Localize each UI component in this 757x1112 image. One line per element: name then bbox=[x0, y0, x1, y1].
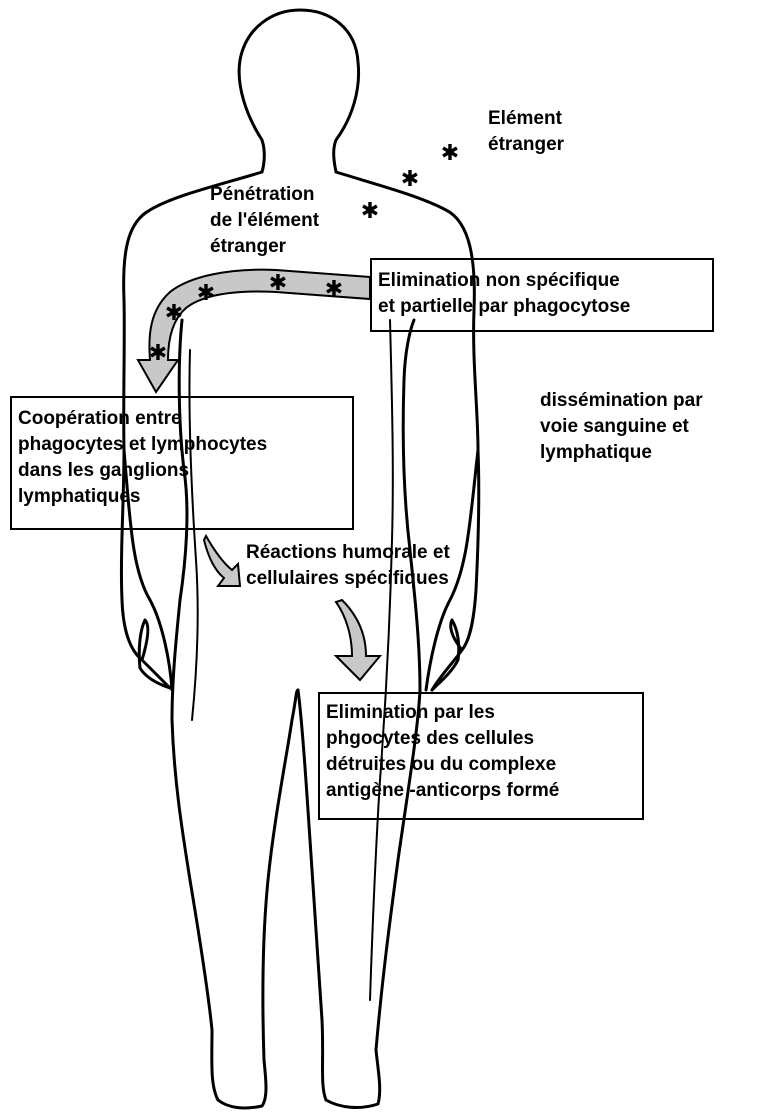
star-icon: ✱ bbox=[325, 277, 343, 302]
label-line: et partielle par phagocytose bbox=[378, 294, 630, 320]
right-arm-outline bbox=[336, 172, 479, 690]
label-line: dans les ganglions bbox=[18, 458, 267, 484]
star-icon: ✱ bbox=[269, 271, 287, 296]
right-torso bbox=[403, 320, 420, 690]
label-line: dissémination par bbox=[540, 388, 703, 414]
label-line: cellulaires spécifiques bbox=[246, 566, 450, 592]
box-text: Coopération entre phagocytes et lymphocy… bbox=[18, 406, 267, 510]
label-line: phgocytes des cellules bbox=[326, 726, 559, 752]
box-text: Elimination par les phgocytes des cellul… bbox=[326, 700, 559, 804]
label-line: Elément bbox=[488, 106, 564, 132]
label-line: étranger bbox=[210, 234, 319, 260]
left-foot bbox=[218, 1060, 266, 1108]
cooperation-box: Coopération entre phagocytes et lymphocy… bbox=[10, 396, 354, 530]
phagocyte-elimination-box: Elimination par les phgocytes des cellul… bbox=[318, 692, 644, 820]
right-foot bbox=[326, 1050, 380, 1107]
reaction-arrow bbox=[204, 536, 240, 586]
neck-left bbox=[262, 140, 264, 172]
foreign-element-label: Elément étranger bbox=[488, 106, 564, 158]
label-line: Elimination non spécifique bbox=[378, 268, 630, 294]
star-icon: ✱ bbox=[165, 301, 183, 326]
label-line: Réactions humorale et bbox=[246, 540, 450, 566]
star-icon: ✱ bbox=[149, 341, 167, 366]
star-icon: ✱ bbox=[361, 199, 379, 224]
star-icon: ✱ bbox=[197, 281, 215, 306]
star-icon: ✱ bbox=[401, 167, 419, 192]
reactions-label: Réactions humorale et cellulaires spécif… bbox=[246, 540, 450, 592]
label-line: antigène -anticorps formé bbox=[326, 778, 559, 804]
penetration-label: Pénétration de l'élément étranger bbox=[210, 182, 319, 260]
label-line: détruites ou du complexe bbox=[326, 752, 559, 778]
label-line: lymphatique bbox=[540, 440, 703, 466]
label-line: Pénétration bbox=[210, 182, 319, 208]
label-line: Coopération entre bbox=[18, 406, 267, 432]
elimination-arrow bbox=[336, 600, 380, 680]
label-line: phagocytes et lymphocytes bbox=[18, 432, 267, 458]
dissemination-label: dissémination par voie sanguine et lymph… bbox=[540, 388, 703, 466]
left-leg-outer bbox=[172, 720, 218, 1100]
head-outline bbox=[239, 10, 358, 172]
nonspecific-elimination-box: Elimination non spécifique et partielle … bbox=[370, 258, 714, 332]
label-line: de l'élément bbox=[210, 208, 319, 234]
box-text: Elimination non spécifique et partielle … bbox=[378, 268, 630, 320]
left-leg-inner bbox=[263, 690, 298, 1060]
left-hand bbox=[139, 620, 170, 688]
label-line: voie sanguine et bbox=[540, 414, 703, 440]
star-icon: ✱ bbox=[441, 141, 459, 166]
label-line: lymphatiques bbox=[18, 484, 267, 510]
label-line: Elimination par les bbox=[326, 700, 559, 726]
label-line: étranger bbox=[488, 132, 564, 158]
